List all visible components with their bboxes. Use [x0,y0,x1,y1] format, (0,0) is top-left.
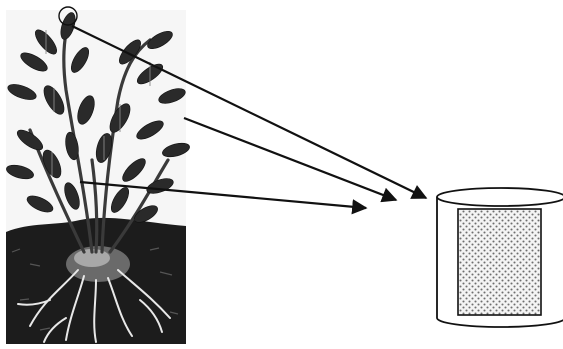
arrow-mid-foliage [184,118,396,200]
cylinder-top [437,188,563,206]
cylinder-container [437,188,563,327]
plant-illustration [5,7,191,344]
dotted-sample [458,209,541,315]
